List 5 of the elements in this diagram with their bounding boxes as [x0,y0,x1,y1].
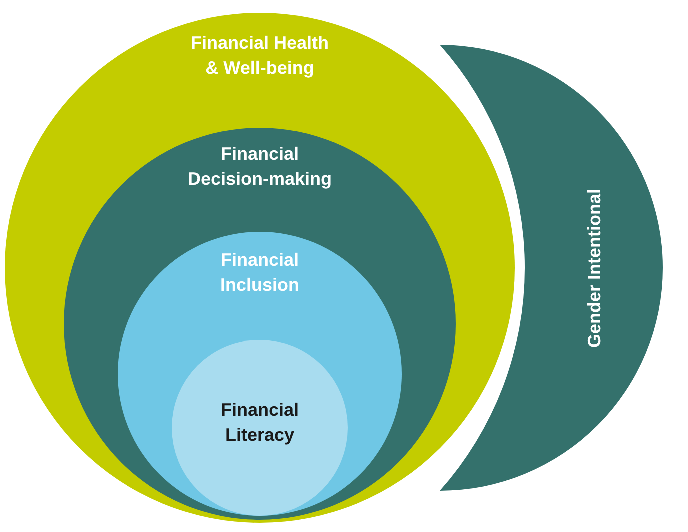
circle-label: Financial Health & Well-being [190,32,330,80]
crescent-label: Gender Intentional [584,188,606,350]
circle-label: Financial Decision-making [186,143,334,191]
circle-label: Financial Inclusion [219,249,300,297]
circle-label: Financial Literacy [220,399,300,447]
